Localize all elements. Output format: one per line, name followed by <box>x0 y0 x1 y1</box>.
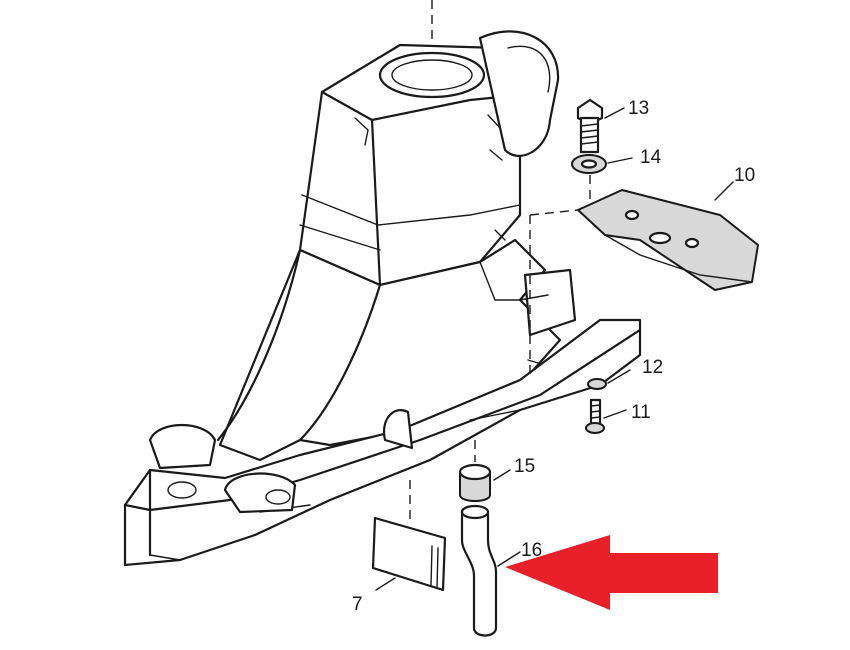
part-10-plate <box>529 175 759 291</box>
callout-14: 14 <box>640 147 662 168</box>
callout-11: 11 <box>631 402 651 423</box>
part-7-screen <box>371 516 447 592</box>
housing <box>123 0 642 567</box>
part-15-bushing <box>458 440 511 502</box>
callout-13: 13 <box>628 98 649 119</box>
part-11-screw <box>585 398 627 434</box>
part-14-washer <box>571 154 633 174</box>
part-12-lockwasher <box>587 369 631 390</box>
callout-10: 10 <box>734 165 755 186</box>
part-13-bolt <box>576 98 625 154</box>
callout-12: 12 <box>642 357 663 378</box>
callout-15: 15 <box>514 456 535 477</box>
part-16-tube <box>460 504 521 637</box>
callout-7: 7 <box>352 594 363 615</box>
red-pointer-arrow <box>505 535 718 610</box>
callout-16: 16 <box>521 540 542 561</box>
